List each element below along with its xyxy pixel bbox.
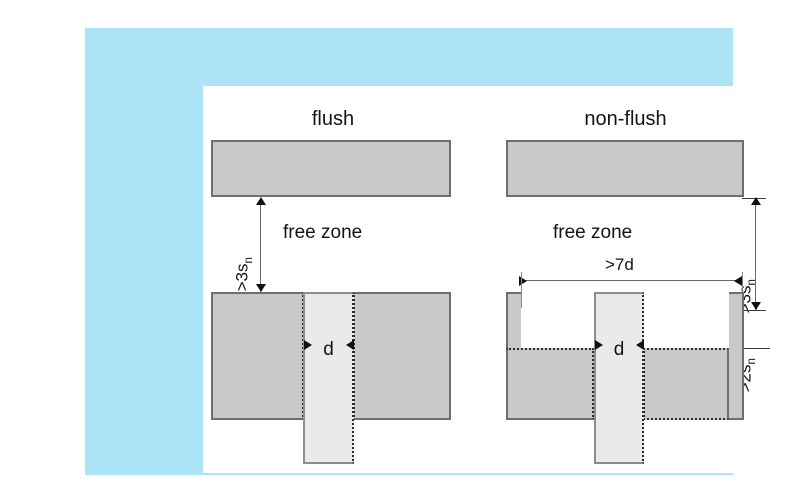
recess-extension-bottom-non-flush	[742, 348, 770, 349]
pocket-width-arrow-left-non-flush	[519, 276, 527, 286]
clearance-arrow-up-non-flush	[751, 197, 761, 205]
free-zone-label-non-flush: free zone	[553, 222, 633, 243]
diameter-arrow-right-flush	[346, 340, 354, 350]
clearance-dimension-line-flush	[260, 199, 261, 292]
pocket-width-label-non-flush: >7d	[605, 255, 634, 274]
sensor-diameter-label-flush: d	[323, 339, 334, 360]
mount-wall-right-non-flush	[729, 292, 744, 420]
free-zone-label-flush: free zone	[283, 222, 363, 243]
clearance-arrow-down-flush	[256, 284, 266, 292]
target-plate-non-flush	[506, 140, 744, 197]
sensor-diameter-label-non-flush: d	[613, 339, 625, 360]
diagram-canvas: flush >3sn free zone d non-flush	[203, 86, 785, 473]
mount-block-left-non-flush	[506, 348, 594, 420]
pocket-width-extension-left-non-flush	[521, 272, 522, 308]
mount-block-left-flush	[211, 292, 304, 420]
clearance-dimension-line-non-flush	[755, 199, 756, 310]
panel-flush: flush >3sn free zone d	[203, 86, 493, 473]
target-plate-flush	[211, 140, 451, 197]
clearance-label-flush: >3sn	[232, 257, 255, 292]
panel-non-flush: non-flush free zone >3sn >2sn >7d	[493, 86, 785, 473]
diameter-arrow-left-non-flush	[595, 340, 603, 350]
recess-extension-top-non-flush	[742, 310, 766, 311]
pocket-width-extension-right-non-flush	[742, 272, 743, 308]
panel-title-non-flush: non-flush	[584, 108, 667, 130]
pocket-width-dimension-line-non-flush	[521, 280, 742, 281]
diameter-arrow-left-flush	[304, 340, 312, 350]
sensor-body-flush: d	[303, 292, 354, 464]
sensor-body-non-flush: d	[594, 292, 644, 464]
clearance-arrow-down-non-flush	[751, 302, 761, 310]
mount-block-right-flush	[353, 292, 451, 420]
panel-title-flush: flush	[311, 108, 355, 130]
diagram-outer-frame: flush >3sn free zone d non-flush	[85, 28, 785, 475]
clearance-arrow-up-flush	[256, 197, 266, 205]
mount-block-right-non-flush	[643, 348, 729, 420]
pocket-width-arrow-right-non-flush	[734, 276, 742, 286]
diameter-arrow-right-non-flush	[636, 340, 644, 350]
